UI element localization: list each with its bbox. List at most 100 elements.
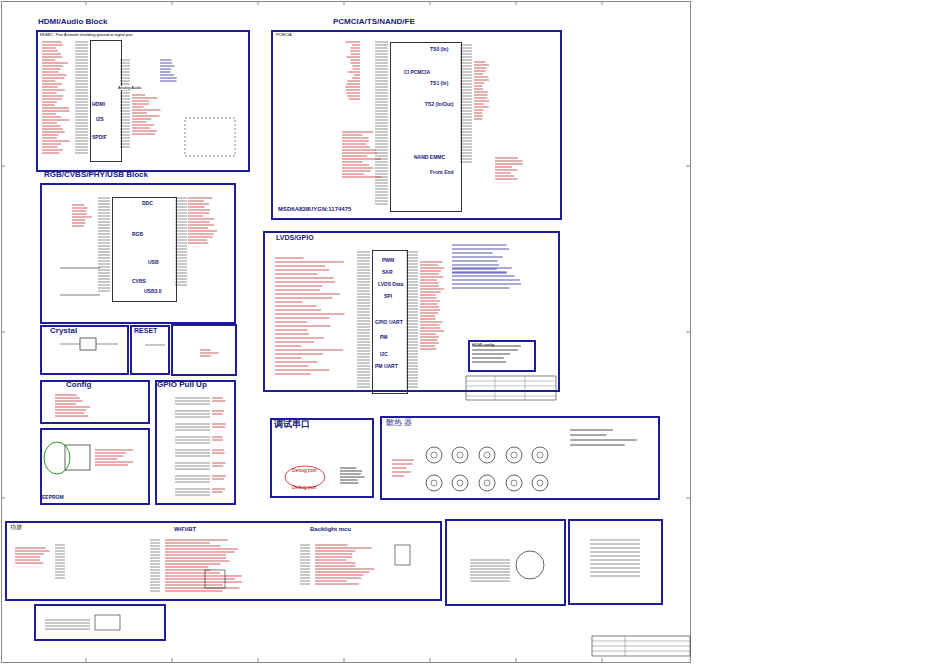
block-title: HDMI/Audio Block (38, 18, 107, 27)
net-label-trace (275, 370, 330, 371)
net-label-trace (474, 74, 483, 75)
pin-line (375, 60, 388, 61)
regulator-symbol (95, 615, 120, 630)
net-label-trace (420, 307, 439, 308)
block-title: HDMI config (472, 343, 494, 347)
pin-line (150, 573, 160, 574)
pin-line (375, 117, 388, 118)
net-label-trace (452, 261, 498, 262)
net-label-trace (452, 265, 499, 266)
pin-line (357, 342, 370, 343)
net-label-trace (275, 354, 323, 355)
net-label-trace (188, 231, 217, 232)
net-label-trace (42, 108, 69, 109)
net-label-trace (350, 51, 360, 52)
circuit-block: EEPROM (40, 428, 150, 505)
block-text: TS0 (In) (430, 47, 448, 53)
net-label-trace (165, 543, 210, 544)
pin-line (375, 186, 388, 187)
pin-line (55, 557, 65, 558)
mounting-hole (532, 447, 548, 463)
pin-line (150, 555, 160, 556)
pin-line (357, 351, 370, 352)
net-label-trace (420, 292, 441, 293)
net-label-trace (72, 211, 86, 212)
block-title: GPIO Pull Up (157, 381, 207, 390)
pin-line (375, 93, 388, 94)
net-label-trace (346, 90, 360, 91)
block-text: GPIO UART (375, 320, 403, 326)
net-label-trace (353, 69, 360, 70)
net-label-trace (275, 342, 314, 343)
net-label-trace (347, 81, 360, 82)
net-label-trace (188, 243, 208, 244)
net-label-trace (472, 354, 510, 355)
net-label-trace (474, 92, 488, 93)
pin-line (357, 339, 370, 340)
net-label-trace (342, 162, 362, 163)
net-label-trace (188, 201, 204, 202)
net-label-trace (275, 298, 332, 299)
net-label-trace (474, 104, 484, 105)
pin-line (375, 123, 388, 124)
pin-line (375, 63, 388, 64)
net-label-trace (42, 48, 56, 49)
net-label-trace (495, 176, 514, 177)
pin-line (150, 582, 160, 583)
net-label-trace (352, 66, 360, 67)
pin-line (357, 357, 370, 358)
pin-line (300, 584, 310, 585)
pin-line (175, 482, 210, 483)
pin-line (75, 60, 88, 61)
wire (60, 295, 100, 296)
block-title: EEPROM (42, 495, 64, 501)
net-label-trace (275, 282, 335, 283)
block-text: SPI (384, 294, 392, 300)
net-label-trace (95, 462, 133, 463)
pin-line (75, 42, 88, 43)
block-text: HDMI2 : Port A needs shielding ground at… (40, 33, 133, 37)
net-label-trace (95, 465, 128, 466)
pin-line (75, 63, 88, 64)
pin-line (150, 564, 160, 565)
pin-line (300, 569, 310, 570)
pin-line (300, 578, 310, 579)
net-label-trace (165, 582, 242, 583)
net-label-trace (275, 290, 320, 291)
net-label-trace (351, 48, 360, 49)
block-title: 功放 (10, 524, 22, 531)
net-label-trace (474, 77, 488, 78)
pin-line (375, 144, 388, 145)
net-label-trace (352, 78, 360, 79)
net-label-trace (165, 564, 220, 565)
net-label-trace (420, 316, 435, 317)
net-label-trace (275, 258, 303, 259)
net-label-trace (55, 404, 76, 405)
pin-line (75, 96, 88, 97)
net-label-trace (342, 159, 381, 160)
pin-line (357, 261, 370, 262)
net-label-trace (42, 129, 63, 130)
ic-chip-box: TS0 (In)CI PCMCIATS1 (In)TS2 (In/Out)NAN… (390, 42, 462, 212)
pin-line (300, 581, 310, 582)
wire (60, 344, 80, 345)
title-block-col (625, 636, 626, 656)
net-label-trace (342, 150, 376, 151)
net-label-trace (188, 240, 207, 241)
net-label-trace (495, 158, 518, 159)
pin-line (75, 111, 88, 112)
pin-line (590, 544, 640, 545)
net-label-trace (275, 366, 308, 367)
net-label-trace (72, 220, 85, 221)
net-label-trace (160, 72, 170, 73)
net-label-trace (352, 45, 360, 46)
wire (96, 344, 118, 345)
net-label-trace (474, 80, 489, 81)
net-label-trace (349, 99, 360, 100)
net-label-trace (348, 96, 360, 97)
pin-line (175, 411, 210, 412)
pin-line (375, 99, 388, 100)
pin-line (98, 264, 110, 265)
net-label-trace (452, 280, 520, 281)
pin-line (98, 225, 110, 226)
